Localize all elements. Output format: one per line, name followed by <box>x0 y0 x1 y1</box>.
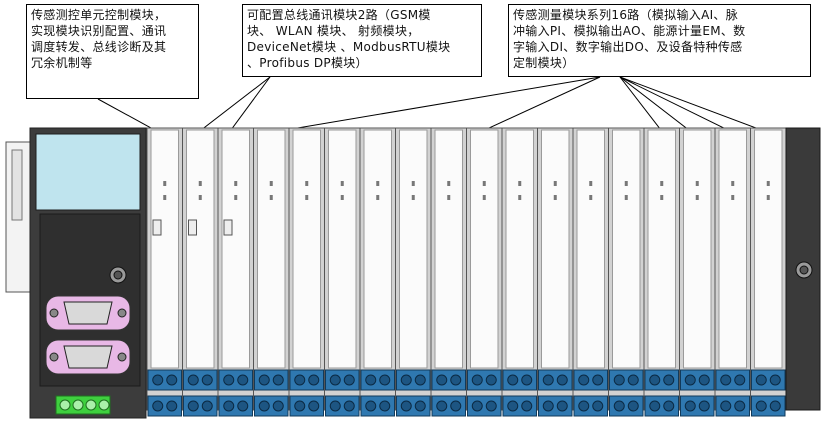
module-slot <box>146 127 183 417</box>
module-slot <box>537 127 574 417</box>
display-window <box>35 133 141 211</box>
module-slot <box>253 127 290 417</box>
db9-connector-bottom <box>45 339 131 375</box>
leader-sensor <box>619 76 665 135</box>
module-slot <box>182 127 219 417</box>
db9-connector-top <box>45 295 131 331</box>
leader-sensor <box>475 76 601 135</box>
module-slot <box>288 127 325 417</box>
module-slot <box>679 127 716 417</box>
leader-sensor <box>619 76 695 135</box>
module-slot <box>643 127 680 417</box>
leader-sensor <box>261 76 601 135</box>
module-slot <box>359 127 396 417</box>
module-slot <box>324 127 361 417</box>
callout-control-unit: 传感测控单元控制模块， 实现模块识别配置、通讯 调度转发、总线诊断及其 冗余机制… <box>26 4 199 99</box>
callout-sensor-modules: 传感测量模块系列16路（模拟输入AI、脉 冲输入PI、模拟输出AO、能源计量EM… <box>508 4 811 77</box>
leader-comm-2 <box>227 76 271 135</box>
module-slot <box>501 127 538 417</box>
module-slot <box>395 127 432 417</box>
module-slot <box>217 127 254 417</box>
module-slot <box>750 127 787 417</box>
module-slot <box>572 127 609 417</box>
callout-comm-modules: 可配置总线通讯模块2路（GSM模 块、 WLAN 模块、 射频模块， Devic… <box>242 4 482 77</box>
module-slot <box>466 127 503 417</box>
leader-comm-1 <box>195 76 271 135</box>
leader-sensor-group <box>261 76 773 135</box>
module-slot <box>608 127 645 417</box>
leader-sensor <box>619 76 773 135</box>
module-slot <box>430 127 467 417</box>
module-slots <box>146 127 787 417</box>
leader-sensor <box>619 76 737 135</box>
module-slot <box>714 127 751 417</box>
bracket-tab <box>11 149 23 221</box>
